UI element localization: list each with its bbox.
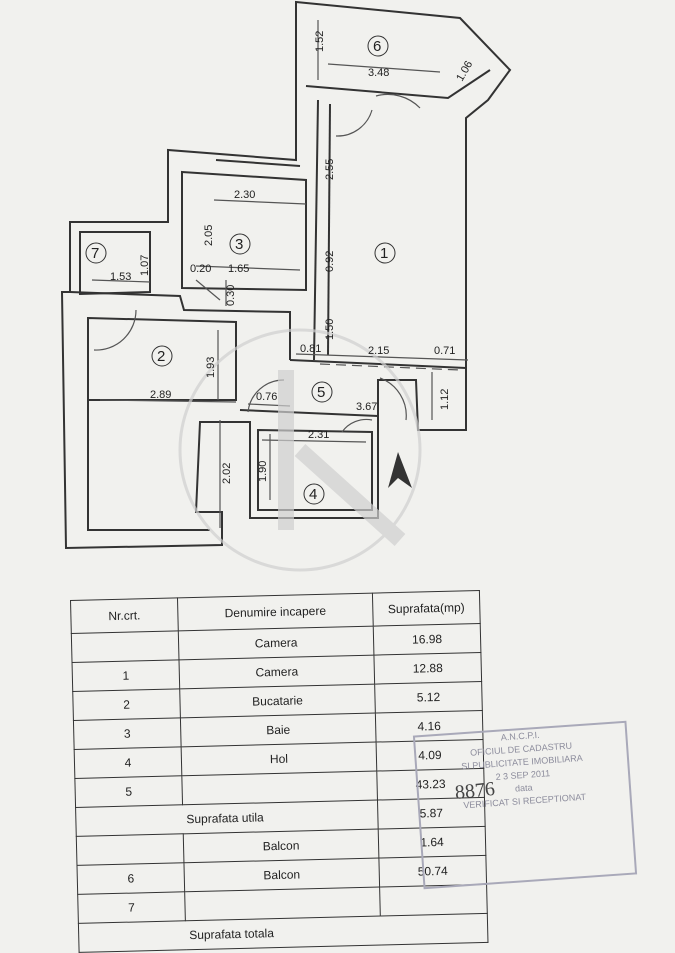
- dim-2-30: 2.30: [234, 189, 255, 201]
- dim-2-31: 2.31: [308, 429, 329, 441]
- dim-2-15: 2.15: [368, 345, 389, 357]
- dim-3-67: 3.67: [356, 401, 377, 413]
- room-number-1: 1: [380, 245, 388, 262]
- dim-2-02: 2.02: [221, 463, 233, 484]
- dim-0-30: 0.30: [225, 285, 237, 306]
- dim-0-81: 0.81: [300, 343, 321, 355]
- dimension-labels: 1.52 3.48 1.06 2.55 2.30 2.05 0.92 1.53 …: [110, 31, 475, 484]
- dim-0-71: 0.71: [434, 345, 455, 357]
- header-area: Suprafata(mp): [372, 590, 481, 627]
- floor-plan: 6 1 3 7 2 5 4 1.52 3.48 1.06 2.55 2.30 2…: [60, 0, 512, 572]
- dim-1-53: 1.53: [110, 271, 131, 283]
- dim-2-55: 2.55: [324, 159, 336, 180]
- north-arrow-icon: [388, 452, 412, 488]
- door-arc: [375, 93, 421, 109]
- room-2-walls: [87, 316, 237, 401]
- room-number-5: 5: [317, 384, 325, 401]
- header-nr: Nr.crt.: [70, 597, 179, 634]
- room-number-4: 4: [309, 486, 317, 503]
- dim-1-65: 1.65: [228, 263, 249, 275]
- header-name: Denumire incapere: [177, 593, 374, 631]
- dim-1-52: 1.52: [314, 31, 326, 52]
- room-number-3: 3: [235, 236, 243, 253]
- dim-1-50: 1.50: [324, 319, 336, 340]
- dim-0-92: 0.92: [324, 251, 336, 272]
- plan-outline: [60, 0, 512, 550]
- dim-3-48: 3.48: [368, 67, 389, 79]
- room-numbers: 6 1 3 7 2 5 4: [85, 35, 396, 505]
- room-7-walls: [79, 231, 151, 296]
- dim-1-07: 1.07: [139, 255, 151, 276]
- dim-1-90: 1.90: [257, 461, 269, 482]
- dim-2-89: 2.89: [150, 389, 171, 401]
- room-number-2: 2: [157, 348, 165, 365]
- room-number-7: 7: [91, 245, 99, 262]
- balcony-6-wall: [305, 69, 491, 100]
- room-3-walls: [181, 170, 307, 292]
- handwritten-number: 8876: [453, 777, 496, 805]
- cadastre-stamp: A.N.C.P.I. OFICIUL DE CADASTRU SI PUBLIC…: [412, 720, 638, 890]
- dim-0-76: 0.76: [256, 391, 277, 403]
- dim-1-12: 1.12: [439, 389, 451, 410]
- dim-2-05: 2.05: [203, 225, 215, 246]
- dim-1-06: 1.06: [454, 59, 475, 84]
- dim-0-20: 0.20: [190, 263, 211, 275]
- room-number-6: 6: [373, 38, 381, 55]
- dim-1-93: 1.93: [205, 357, 217, 378]
- room-1-left-wall: [313, 99, 319, 361]
- watermark-logo: [178, 328, 422, 572]
